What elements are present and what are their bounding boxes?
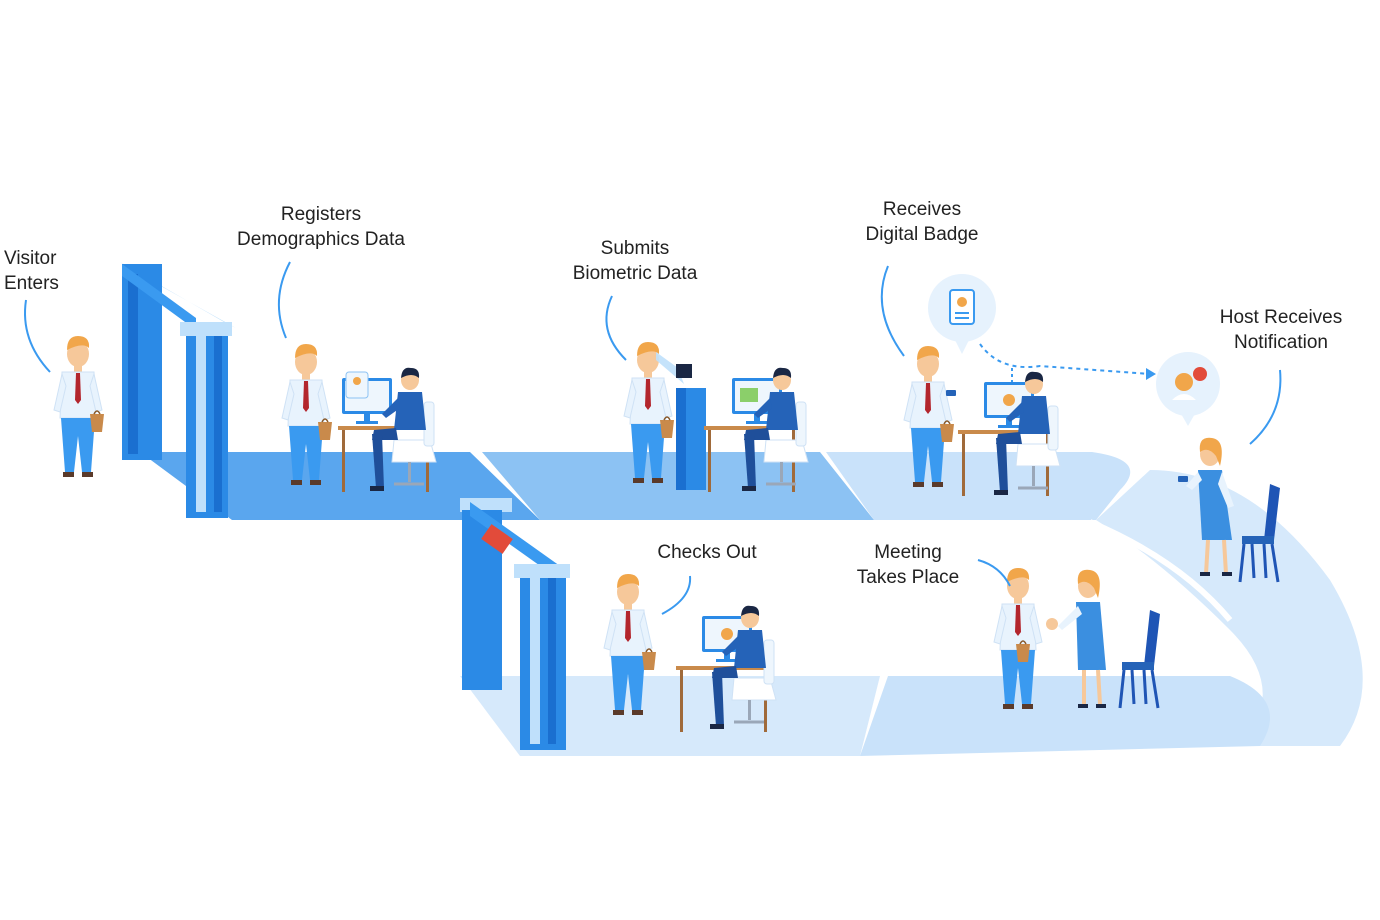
- host-meeting: [1058, 569, 1106, 708]
- computer-icon-checkout: [702, 616, 752, 662]
- computer-icon-biometric: [732, 378, 782, 424]
- leader-line-biometric: [605, 295, 627, 361]
- biometric-scanner-icon: [656, 352, 706, 490]
- entry-gate-icon: [120, 262, 236, 518]
- leader-line-checkout: [661, 575, 692, 615]
- label-submits-biometric: Submits Biometric Data: [572, 238, 698, 284]
- handshake: [1046, 618, 1058, 630]
- host-woman: [1178, 437, 1234, 576]
- label-receives-badge: Receives Digital Badge: [865, 199, 979, 245]
- leader-line-badge: [880, 265, 905, 357]
- label-meeting: Meeting Takes Place: [856, 542, 960, 588]
- exit-gate-icon: [460, 498, 570, 750]
- id-card-icon: [345, 371, 369, 399]
- label-checks-out: Checks Out: [657, 542, 757, 563]
- notification-icon: [1156, 352, 1220, 426]
- leader-line-register: [277, 261, 291, 339]
- visitor-badge: [903, 345, 956, 488]
- notification-connector: [979, 343, 1151, 375]
- leader-line-meeting: [977, 559, 1011, 587]
- leader-line-host: [1249, 369, 1282, 445]
- label-host-notification: Host Receives Notification: [1219, 307, 1343, 353]
- leader-line-enter: [24, 299, 51, 373]
- label-registers-demographics: Registers Demographics Data: [237, 204, 405, 250]
- digital-badge-icon: [928, 274, 996, 354]
- floor-platforms: [140, 452, 1363, 756]
- visitor-walking: [53, 335, 105, 478]
- computer-icon-badge: [984, 382, 1034, 428]
- label-visitor-enters: Visitor Enters: [4, 248, 59, 294]
